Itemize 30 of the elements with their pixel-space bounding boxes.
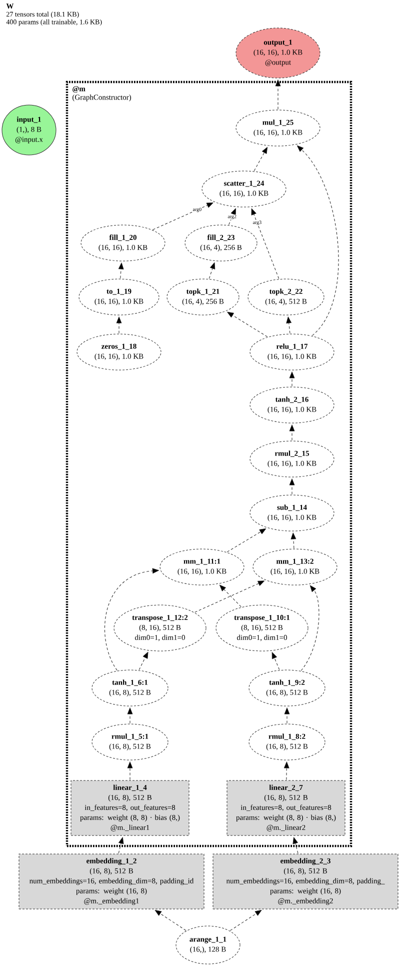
arrow	[154, 910, 186, 931]
arrow	[194, 580, 265, 613]
arrow	[227, 312, 268, 338]
arrow	[289, 372, 295, 387]
arrow	[254, 146, 268, 172]
arrow	[208, 262, 216, 279]
arrow	[284, 708, 290, 724]
arrow	[226, 528, 266, 552]
arrow	[118, 262, 124, 279]
arrow	[286, 316, 292, 334]
arrow	[127, 708, 133, 724]
arrow	[275, 80, 281, 110]
arrow	[272, 652, 280, 670]
arrow	[296, 145, 339, 336]
arrow	[116, 316, 122, 334]
arrow	[289, 424, 295, 441]
arrow	[228, 208, 236, 225]
arrow	[138, 652, 148, 670]
arrow	[290, 532, 296, 549]
arrow	[127, 762, 133, 780]
arrow	[251, 208, 280, 279]
arrow	[118, 837, 124, 854]
arrow	[230, 910, 262, 931]
arrow	[219, 584, 242, 608]
arrow	[284, 762, 290, 780]
arrow	[289, 478, 295, 495]
arrow	[152, 202, 214, 230]
arrow	[300, 585, 320, 671]
arrow	[292, 837, 298, 854]
arrow	[104, 568, 160, 671]
